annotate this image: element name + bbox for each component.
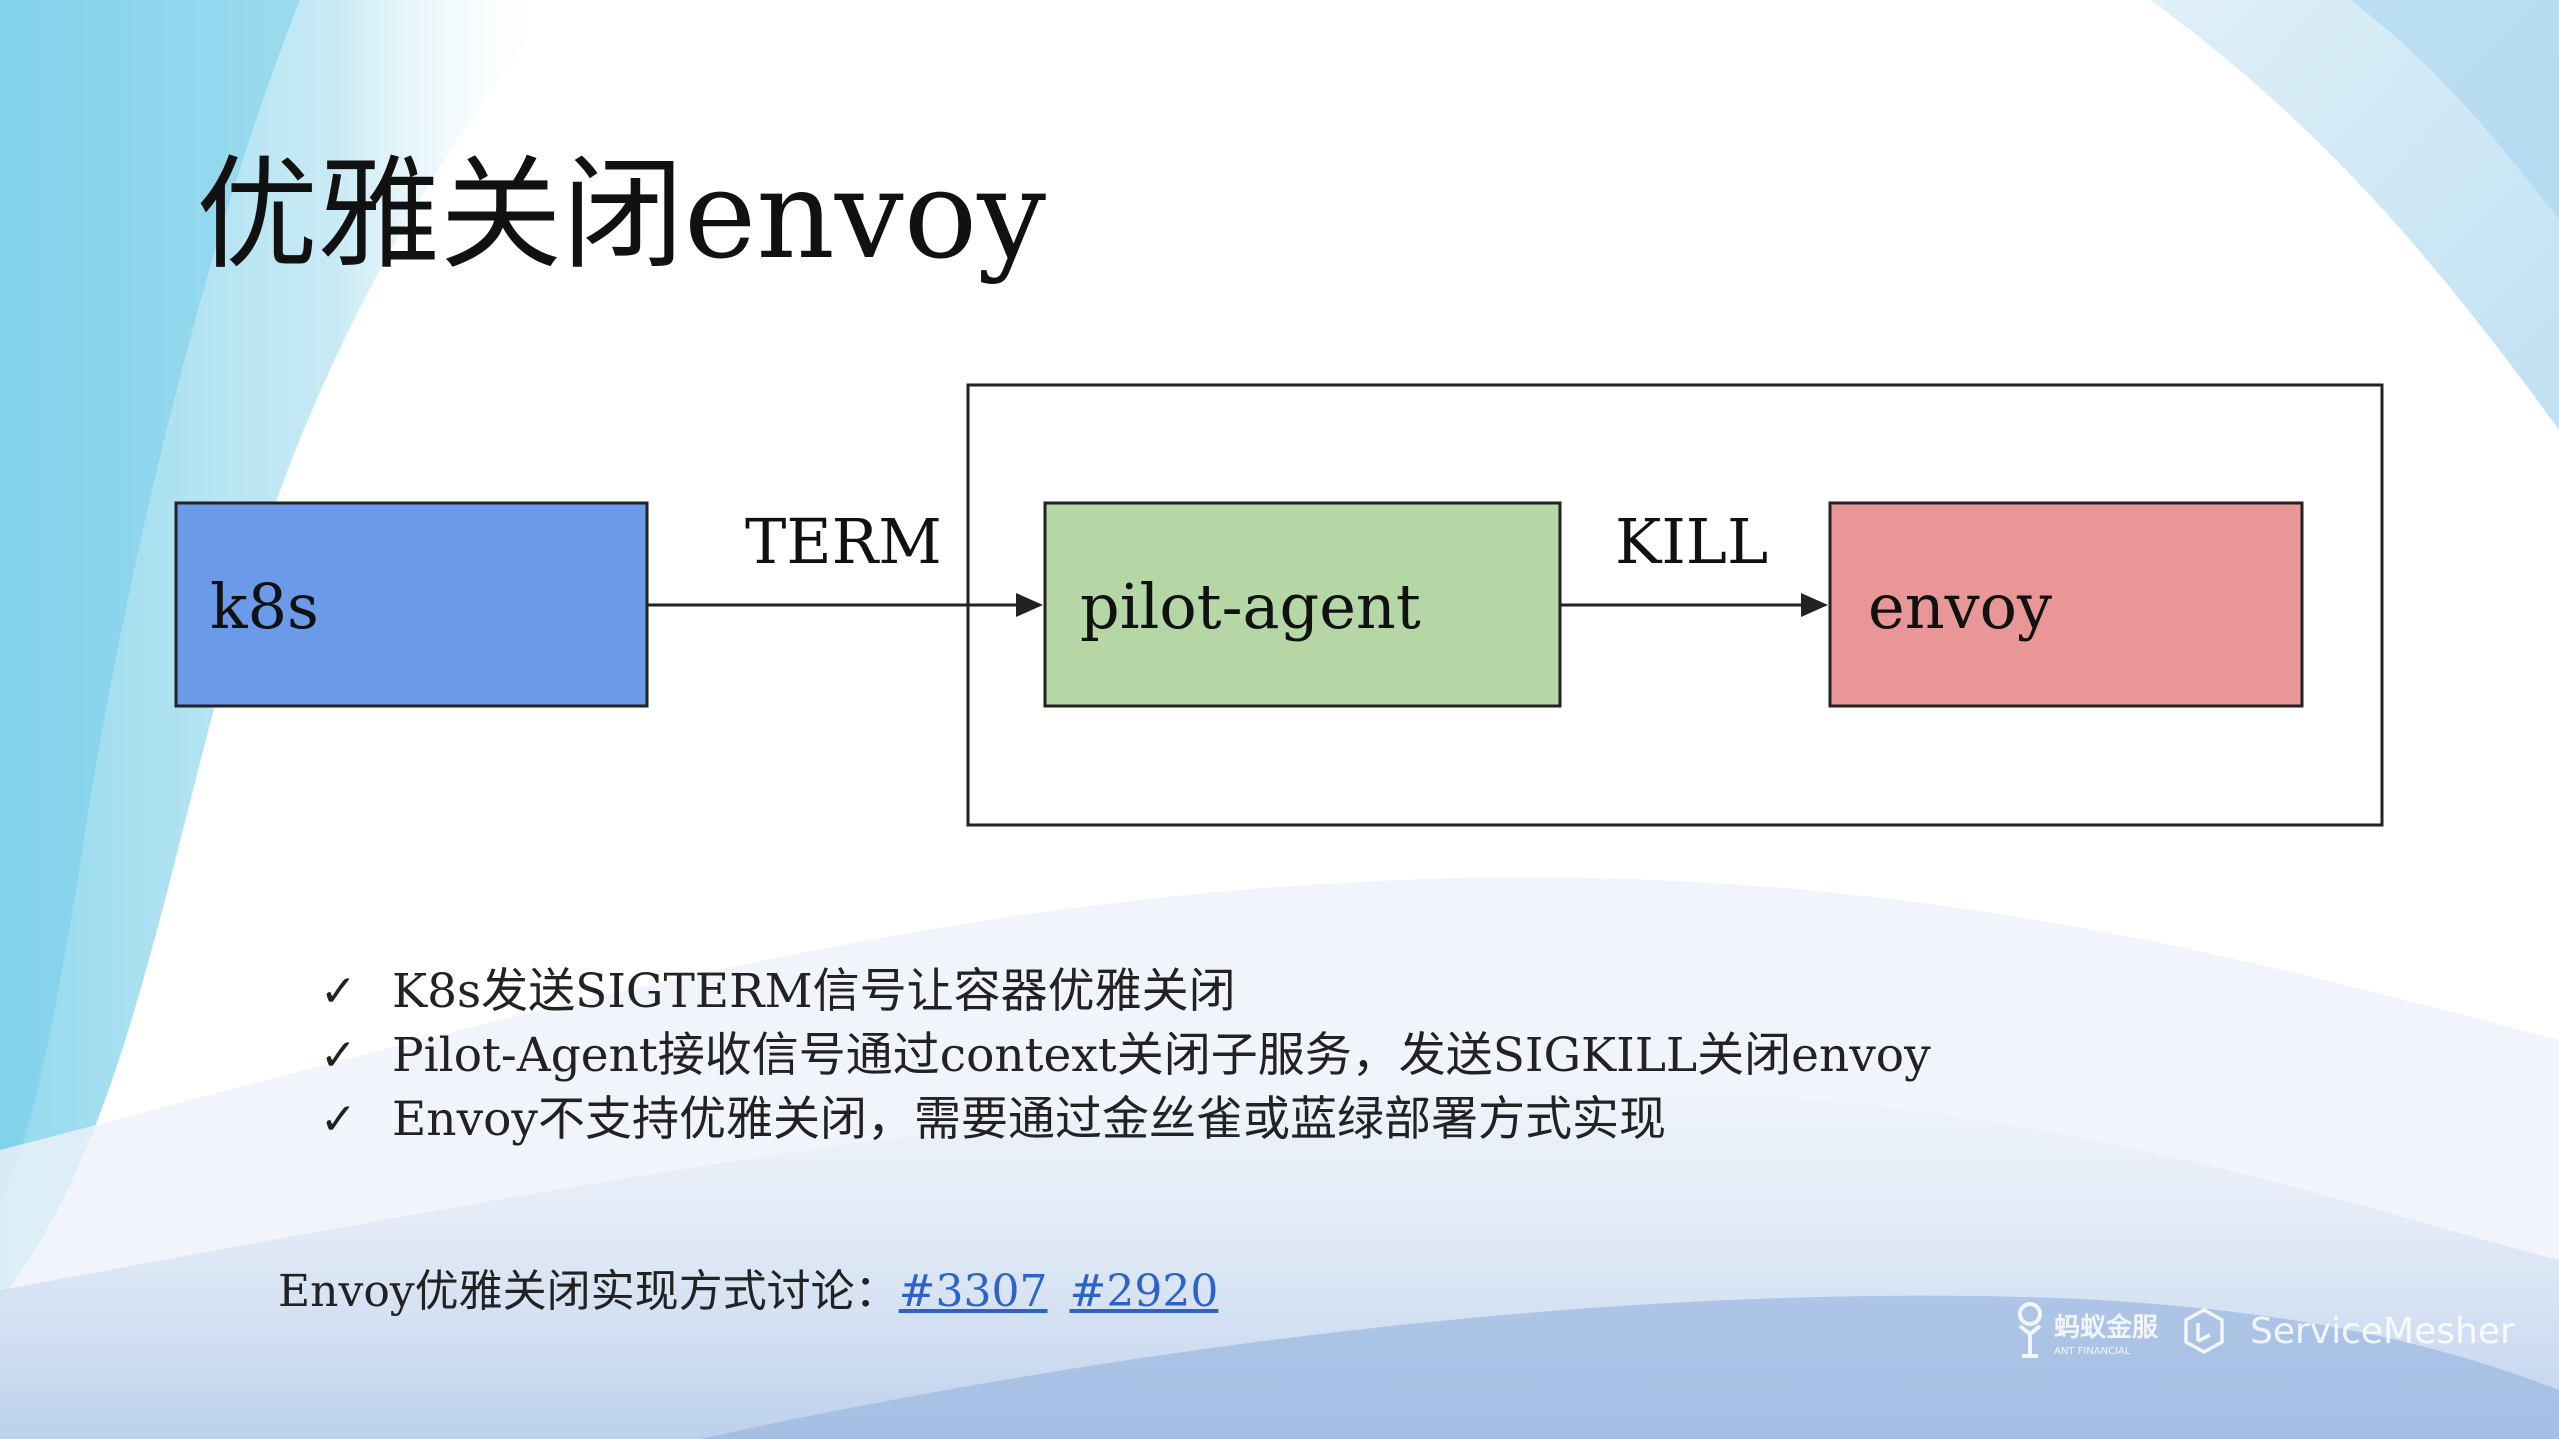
term-edge-label: TERM — [745, 505, 942, 578]
discussion-prefix: Envoy优雅关闭实现方式讨论： — [278, 1266, 899, 1317]
bullet-item: ✓ Pilot-Agent接收信号通过context关闭子服务，发送SIGKIL… — [320, 1024, 1931, 1088]
servicemesher-text: ServiceMesher — [2250, 1310, 2515, 1352]
branding-logos: 蚂蚁金服 ANT FINANCIAL ServiceMesher — [2008, 1296, 2515, 1366]
bullet-item: ✓ K8s发送SIGTERM信号让容器优雅关闭 — [320, 960, 1931, 1024]
pilot-agent-label: pilot-agent — [1080, 570, 1421, 643]
ant-logo-subtext: ANT FINANCIAL — [2054, 1346, 2131, 1357]
ant-logo-text: 蚂蚁金服 — [2054, 1312, 2158, 1343]
discussion-note: Envoy优雅关闭实现方式讨论：#3307 #2920 — [278, 1262, 1240, 1322]
envoy-label: envoy — [1868, 570, 2052, 643]
bullet-list: ✓ K8s发送SIGTERM信号让容器优雅关闭 ✓ Pilot-Agent接收信… — [320, 960, 1931, 1152]
slide-title: 优雅关闭envoy — [196, 144, 1047, 286]
kill-edge-label: KILL — [1615, 505, 1768, 578]
k8s-node — [174, 501, 649, 708]
bullet-text: Pilot-Agent接收信号通过context关闭子服务，发送SIGKILL关… — [392, 1028, 1931, 1083]
envoy-node — [1828, 501, 2304, 708]
ant-logo-icon: 蚂蚁金服 ANT FINANCIAL — [2018, 1302, 2158, 1358]
checkmark-icon: ✓ — [320, 1094, 357, 1145]
bullet-text: K8s发送SIGTERM信号让容器优雅关闭 — [392, 964, 1236, 1019]
k8s-label: k8s — [210, 570, 319, 643]
checkmark-icon: ✓ — [320, 966, 357, 1017]
bullet-item: ✓ Envoy不支持优雅关闭，需要通过金丝雀或蓝绿部署方式实现 — [320, 1088, 1931, 1152]
issue-link-3307[interactable]: #3307 — [898, 1266, 1048, 1317]
checkmark-icon: ✓ — [320, 1030, 357, 1081]
bullet-text: Envoy不支持优雅关闭，需要通过金丝雀或蓝绿部署方式实现 — [392, 1092, 1666, 1147]
servicemesher-logo-icon — [2184, 1307, 2224, 1355]
issue-link-2920[interactable]: #2920 — [1069, 1266, 1219, 1317]
